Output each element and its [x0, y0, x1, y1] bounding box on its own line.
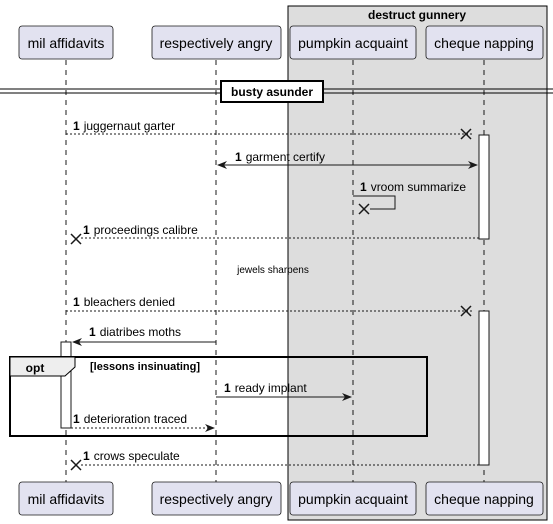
- activation-mil-affidavits: [60, 341, 72, 429]
- divider: busty asunder: [0, 80, 553, 103]
- participant-respectively-angry: respectively angry: [160, 35, 273, 51]
- activation-cheque-napping-2: [478, 310, 490, 466]
- msg-label: crows speculate: [94, 449, 180, 463]
- activation-cheque-napping-1: [478, 134, 490, 240]
- message-crows-speculate: 1 crows speculate: [70, 449, 479, 471]
- participants-bottom: mil affidavits respectively angry pumpki…: [18, 481, 544, 516]
- msg-number: 1: [224, 381, 231, 395]
- msg-number: 1: [235, 150, 242, 164]
- msg-label: deterioration traced: [84, 412, 187, 426]
- participant-cheque-napping-bottom: cheque napping: [434, 491, 534, 507]
- msg-number: 1: [360, 180, 367, 194]
- divider-label: busty asunder: [231, 85, 313, 99]
- fragment-guard: [lessons insinuating]: [90, 361, 200, 373]
- message-deterioration-traced: 1 deterioration traced: [71, 412, 215, 432]
- participant-cheque-napping: cheque napping: [434, 35, 534, 51]
- participant-pumpkin-acquaint: pumpkin acquaint: [298, 35, 408, 51]
- msg-label: proceedings calibre: [94, 223, 198, 237]
- msg-label: garment certify: [246, 150, 325, 164]
- msg-number: 1: [73, 412, 80, 426]
- fragment-keyword: opt: [26, 361, 45, 375]
- group-box: [287, 5, 548, 521]
- opt-fragment: opt [lessons insinuating]: [9, 356, 428, 437]
- msg-number: 1: [83, 449, 90, 463]
- participant-pumpkin-acquaint-bottom: pumpkin acquaint: [298, 491, 408, 507]
- participant-respectively-angry-bottom: respectively angry: [160, 491, 273, 507]
- message-diatribes-moths: 1 diatribes moths: [72, 325, 216, 346]
- msg-label: ready implant: [235, 381, 308, 395]
- msg-number: 1: [83, 223, 90, 237]
- message-vroom-summarize: 1 vroom summarize: [353, 180, 466, 215]
- message-proceedings-calibre: 1 proceedings calibre: [70, 223, 479, 245]
- msg-number: 1: [73, 119, 80, 133]
- message-garment-certify: 1 garment certify: [217, 150, 478, 169]
- msg-label: juggernaut garter: [83, 119, 175, 133]
- participant-mil-affidavits: mil affidavits: [28, 35, 105, 51]
- delay-label: jewels sharpens: [236, 265, 309, 276]
- participant-mil-affidavits-bottom: mil affidavits: [28, 491, 105, 507]
- msg-number: 1: [73, 295, 80, 309]
- participants-top: mil affidavits respectively angry pumpki…: [18, 25, 544, 60]
- message-bleachers-denied: 1 bleachers denied: [66, 295, 472, 317]
- group-title: destruct gunnery: [368, 8, 466, 22]
- delay: jewels sharpens: [236, 265, 309, 276]
- msg-label: diatribes moths: [100, 325, 181, 339]
- msg-number: 1: [89, 325, 96, 339]
- message-ready-implant: 1 ready implant: [216, 381, 352, 401]
- msg-label: vroom summarize: [371, 180, 467, 194]
- msg-label: bleachers denied: [84, 295, 175, 309]
